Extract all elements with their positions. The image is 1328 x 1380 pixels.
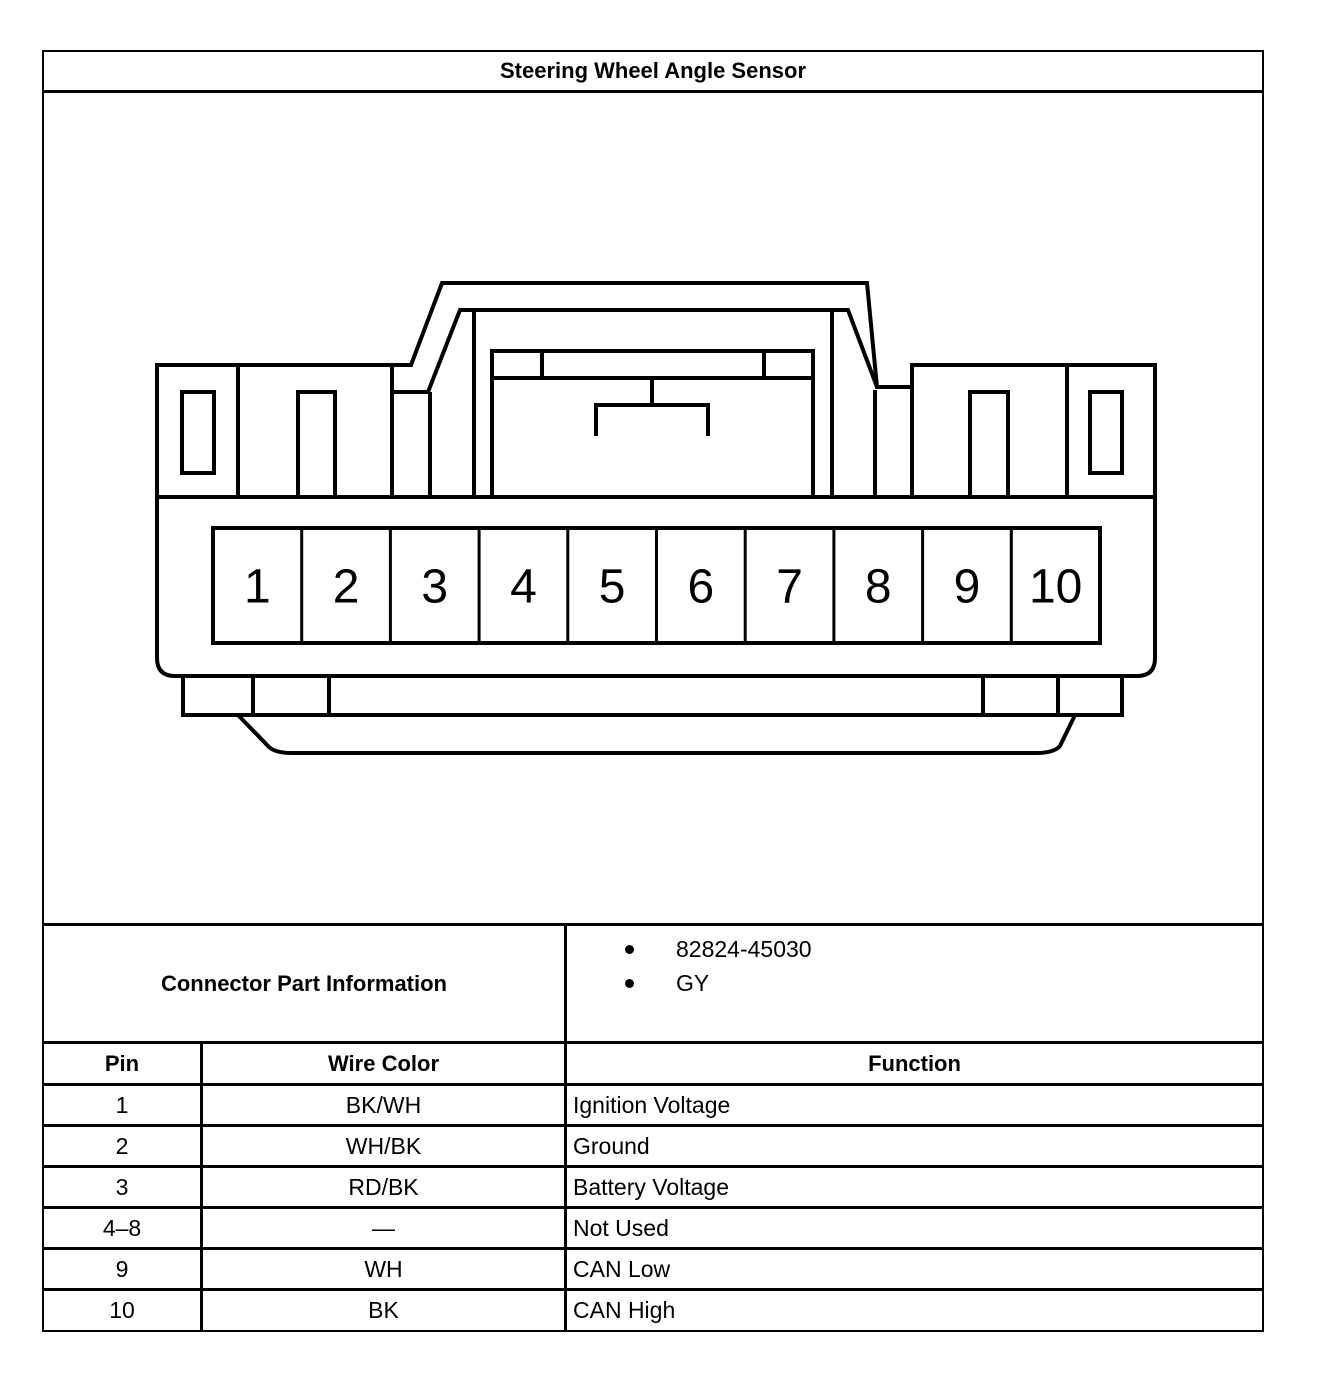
- bottom-skirt: [236, 713, 1077, 755]
- diagram-title: Steering Wheel Angle Sensor: [499, 58, 807, 83]
- pin-number-label: 10: [1029, 561, 1082, 614]
- pin-number-label: 7: [776, 561, 803, 614]
- table-row-function: Not Used: [573, 1214, 669, 1241]
- connector-color: GY: [676, 969, 710, 996]
- pin-number-label: 2: [333, 561, 360, 614]
- table-row-wire-color: BK: [368, 1296, 399, 1323]
- left-inner-slot: [296, 390, 337, 497]
- bullet-icon: [625, 944, 634, 954]
- table-row-wire-color: WH: [364, 1255, 403, 1282]
- header-pin: Pin: [104, 1050, 140, 1076]
- pin-number-label: 6: [687, 561, 714, 614]
- table-row-pin: 10: [109, 1296, 135, 1323]
- left-outer-slot: [180, 390, 216, 475]
- center-cavity: [490, 349, 815, 497]
- table-row-pin: 9: [115, 1255, 129, 1282]
- table-row-function: Battery Voltage: [573, 1173, 729, 1200]
- bottom-lip: [181, 676, 1124, 717]
- pin-number-label: 4: [510, 561, 537, 614]
- pin-number-label: 1: [244, 561, 271, 614]
- table-row-wire-color: WH/BK: [345, 1132, 422, 1159]
- table-row-wire-color: RD/BK: [348, 1173, 419, 1200]
- part-number: 82824-45030: [676, 935, 812, 962]
- table-row-function: CAN High: [573, 1296, 676, 1323]
- table-row-function: CAN Low: [573, 1255, 671, 1282]
- right-outer-slot: [1088, 390, 1124, 475]
- table-row-pin: 1: [115, 1091, 129, 1118]
- right-inner-slot: [968, 390, 1010, 497]
- table-row-pin: 2: [115, 1132, 129, 1159]
- table-row-pin: 3: [115, 1173, 129, 1200]
- header-wire-color: Wire Color: [327, 1050, 440, 1076]
- pinout-sheet: Steering Wheel Angle Sensor Connector Pa…: [42, 50, 1264, 1332]
- part-color-item: GY: [625, 968, 709, 998]
- pin-number-label: 3: [421, 561, 448, 614]
- table-row-wire-color: BK/WH: [345, 1091, 422, 1118]
- part-number-item: 82824-45030: [625, 934, 812, 964]
- table-row-function: Ignition Voltage: [573, 1091, 731, 1118]
- table-row-pin: 4–8: [102, 1214, 142, 1241]
- pin-number-label: 9: [954, 561, 981, 614]
- pin-number-label: 5: [599, 561, 626, 614]
- bullet-icon: [625, 978, 634, 988]
- table-row-function: Ground: [573, 1132, 650, 1159]
- part-info-label: Connector Part Information: [160, 970, 447, 996]
- pin-number-label: 8: [865, 561, 892, 614]
- table-row-wire-color: —: [372, 1214, 395, 1241]
- header-function: Function: [868, 1050, 961, 1076]
